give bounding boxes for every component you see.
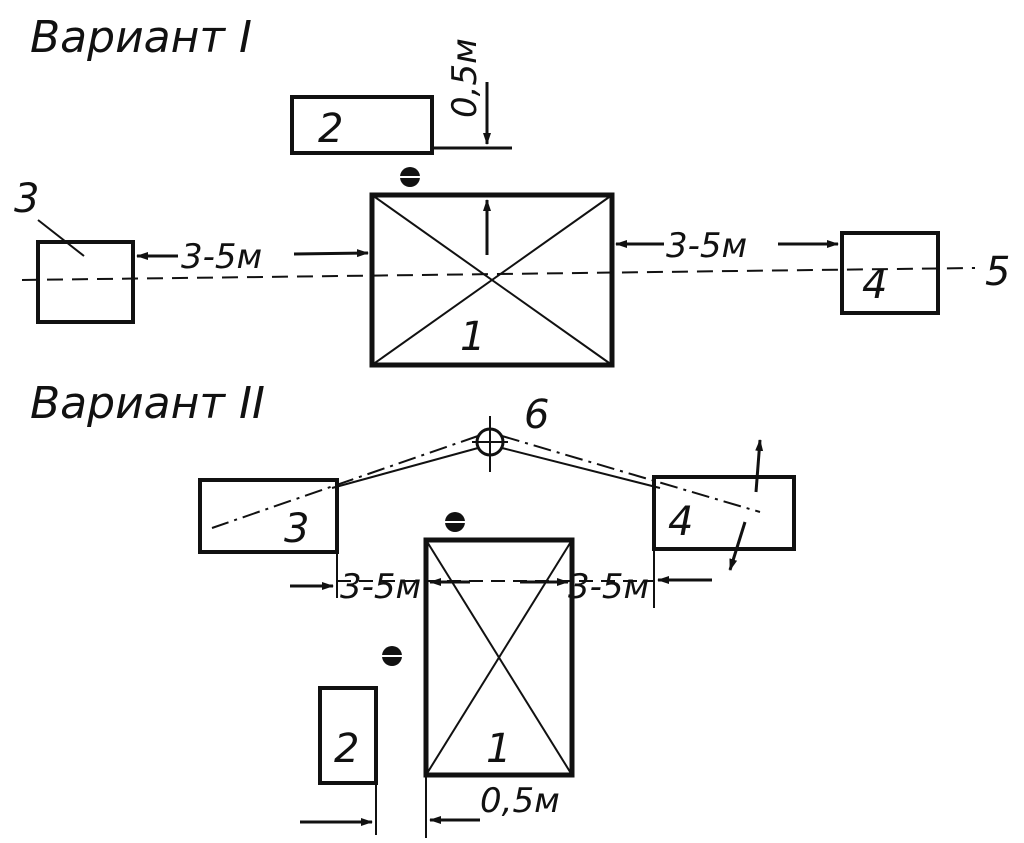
- v1-label-3: 3: [14, 176, 39, 222]
- v1-box-1-diagonal-b: [371, 194, 613, 366]
- v2-box-4-arrow-up: [754, 439, 764, 493]
- v2-label-6: 6: [524, 392, 549, 438]
- v1-label-2: 2: [318, 106, 343, 152]
- v1-label-1: 1: [460, 314, 485, 360]
- v2-box-2: [318, 686, 378, 785]
- v2-ray-to-4-dashdot: [501, 435, 761, 513]
- v2-label-1: 1: [486, 726, 511, 772]
- v1-axis-dashed-line: [21, 267, 976, 281]
- v2-dim-left-label: 3-5м: [340, 567, 421, 607]
- v1-box-1: [369, 192, 615, 368]
- v2-ray-to-3-solid: [331, 447, 479, 489]
- v2-box-1-diagonal-b: [425, 539, 573, 776]
- variant-1: Вариант I 2 0,5м 1 3 4 5 3-5м: [14, 12, 1010, 368]
- v1-label-3-leader: [37, 219, 85, 257]
- v2-label-3: 3: [284, 506, 309, 552]
- variant-2: Вариант II 6 3 4 1 2: [30, 378, 796, 838]
- v2-box-4: [652, 475, 796, 551]
- v2-box-1: [423, 537, 575, 778]
- v1-dim-left-label: 3-5м: [181, 237, 262, 277]
- v1-dim-left-arrow-to-1: [293, 249, 369, 258]
- v2-label-2: 2: [334, 726, 359, 772]
- v2-box-3: [198, 478, 339, 554]
- v1-box-4: [840, 231, 940, 315]
- v1-box-3: [36, 240, 135, 324]
- v2-ray-to-4-solid: [501, 447, 661, 489]
- v1-dim-top-label: 0,5м: [445, 38, 485, 118]
- v2-label-4: 4: [668, 499, 693, 545]
- v2-box-4-arrow-down: [728, 521, 747, 571]
- v1-box-2: [290, 95, 434, 155]
- v2-dim-right-label: 3-5м: [568, 567, 649, 607]
- variant-1-title: Вариант I: [30, 12, 252, 63]
- v1-dim-right-label: 3-5м: [666, 226, 747, 266]
- variant-2-title: Вариант II: [30, 378, 265, 429]
- v2-dim-bottom-label: 0,5м: [480, 781, 560, 821]
- v2-ray-to-3-dashdot: [211, 435, 479, 529]
- v1-label-5: 5: [985, 249, 1010, 295]
